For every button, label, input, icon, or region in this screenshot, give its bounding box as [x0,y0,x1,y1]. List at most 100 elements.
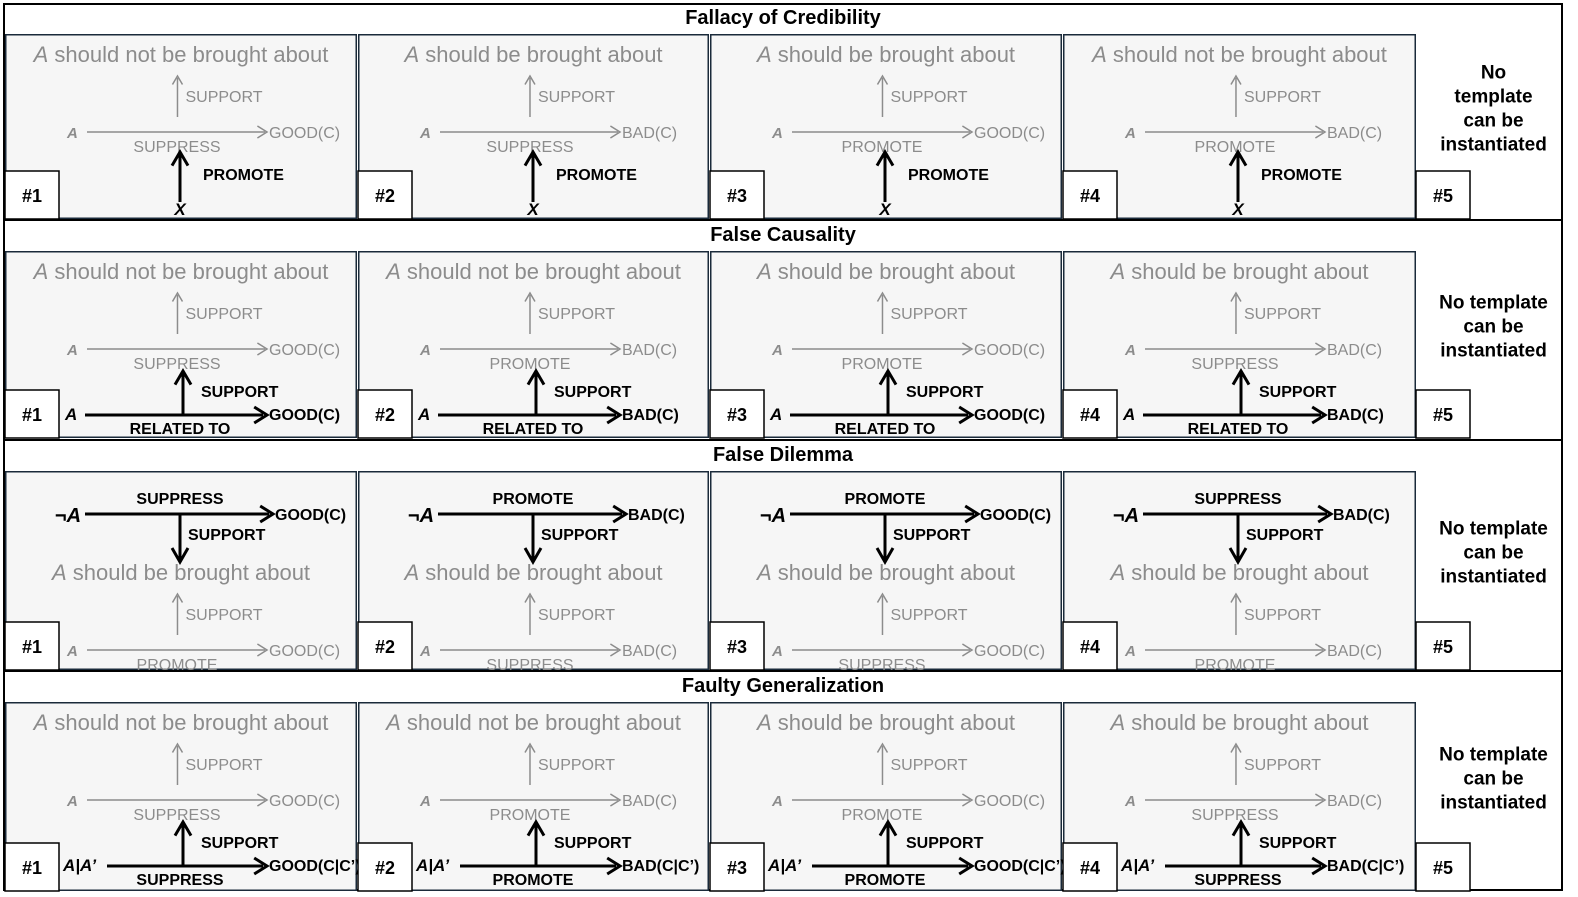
conclusion-predicate: should be brought about [1125,259,1368,284]
target-node-bold: BAD(C) [628,507,685,524]
template-number-box [1062,389,1118,439]
source-node-grey: A [771,342,783,359]
source-node-bold: X [173,200,187,219]
template-cell: A should be brought aboutSUPPORTAPROMOTE… [709,34,1062,220]
relation-label-bold: PROMOTE [493,491,574,508]
relation-arrow-grey [792,643,974,657]
relation-label-grey: PROMOTE [490,807,571,824]
support-label-bold: SUPPORT [201,384,279,401]
support-arrow-grey [524,742,536,785]
support-arrow-bold [170,149,190,202]
conclusion-predicate: should be brought about [419,560,662,585]
cell-background [5,471,357,670]
no-template-text: instantiated [1440,135,1547,156]
support-arrow-grey [1230,291,1242,334]
relation-arrow-bold [1143,405,1328,425]
cell-background [5,251,357,438]
conclusion-subject: A [384,259,401,284]
template-cell: A should be brought aboutSUPPORTAPROMOTE… [709,702,1066,892]
conclusion-subject: A [50,560,67,585]
source-node-bold: A|A’ [415,856,449,875]
no-template-text: No template [1439,293,1548,314]
support-arrow-bold [878,819,898,866]
support-label-bold: SUPPORT [188,527,266,544]
conclusion-text: A should be brought about [402,560,662,585]
target-node-grey: GOOD(C) [269,125,340,142]
template-number-box [4,170,60,220]
source-node-bold: A [769,405,782,424]
conclusion-text: A should not be brought about [384,259,681,284]
target-node-bold: BAD(C) [622,407,679,424]
conclusion-text: A should be brought about [755,560,1015,585]
support-arrow-grey [876,742,889,785]
support-label-bold: SUPPORT [1259,384,1337,401]
template-number-box [1062,621,1118,671]
relation-arrow-bold [790,504,981,524]
conclusion-text: A should not be brought about [32,42,329,67]
template-cell: A should not be brought aboutSUPPORTAPRO… [1062,34,1416,220]
conclusion-subject: A [755,710,772,735]
relation-label-grey: PROMOTE [842,139,923,156]
target-node-bold: GOOD(C) [275,507,346,524]
conclusion-subject: A [1090,42,1107,67]
cell-background [1063,471,1416,670]
support-label-bold: PROMOTE [203,167,284,184]
source-node-grey: A [771,125,783,142]
support-arrow-bold [526,819,546,866]
conclusion-predicate: should be brought about [67,560,310,585]
source-node-grey: A [1124,793,1136,810]
target-node-bold: GOOD(C|C’) [974,858,1066,875]
source-node-grey: A [771,643,783,660]
template-number: #3 [727,858,747,878]
template-number-box [357,621,413,671]
support-label-grey: SUPPORT [538,607,615,624]
support-label-bold: PROMOTE [1261,167,1342,184]
cell-background [710,702,1062,891]
relation-arrow-bold [790,405,975,425]
support-arrow-grey [171,592,184,635]
conclusion-text: A should be brought about [1108,710,1368,735]
support-label-grey: SUPPORT [538,89,615,106]
support-label-grey: SUPPORT [185,89,262,106]
source-node-bold: A|A’ [1120,856,1154,875]
target-node-grey: BAD(C) [622,643,677,660]
source-node-grey: A [419,643,431,660]
relation-label-grey: PROMOTE [1195,139,1276,156]
relation-label-bold: PROMOTE [845,491,926,508]
relation-arrow-bold [107,856,270,876]
relation-arrow-grey [440,793,622,807]
support-arrow-grey [524,592,536,635]
conclusion-predicate: should not be brought about [401,259,681,284]
relation-label-grey: PROMOTE [137,657,218,674]
support-label-grey: SUPPORT [185,607,262,624]
support-label-grey: SUPPORT [538,757,615,774]
source-node-bold: A [417,405,430,424]
no-template-text: instantiated [1440,793,1547,814]
conclusion-predicate: should not be brought about [401,710,681,735]
relation-arrow-bold [460,856,623,876]
target-node-grey: BAD(C) [622,342,677,359]
relation-arrow-bold [438,405,623,425]
relation-arrow-bold [85,405,270,425]
no-template-text: instantiated [1440,341,1547,362]
conclusion-predicate: should not be brought about [48,259,328,284]
template-cell: A should not be brought aboutSUPPORTASUP… [4,251,357,439]
support-label-grey: SUPPORT [890,89,967,106]
relation-arrow-grey [87,125,269,139]
no-template-text: can be [1463,769,1523,790]
relation-arrow-grey [1145,125,1327,139]
template-number-box [357,389,413,439]
relation-label-grey: SUPPRESS [486,139,573,156]
no-template-text: No template [1439,519,1548,540]
relation-label-grey: SUPPRESS [486,657,573,674]
support-arrow-bold [878,368,898,415]
template-number-box [709,170,765,220]
relation-arrow-grey [1145,643,1327,657]
source-node-grey: A [771,793,783,810]
relation-label-bold: PROMOTE [845,872,926,889]
source-node-grey: A [1124,342,1136,359]
conclusion-text: A should be brought about [755,710,1015,735]
